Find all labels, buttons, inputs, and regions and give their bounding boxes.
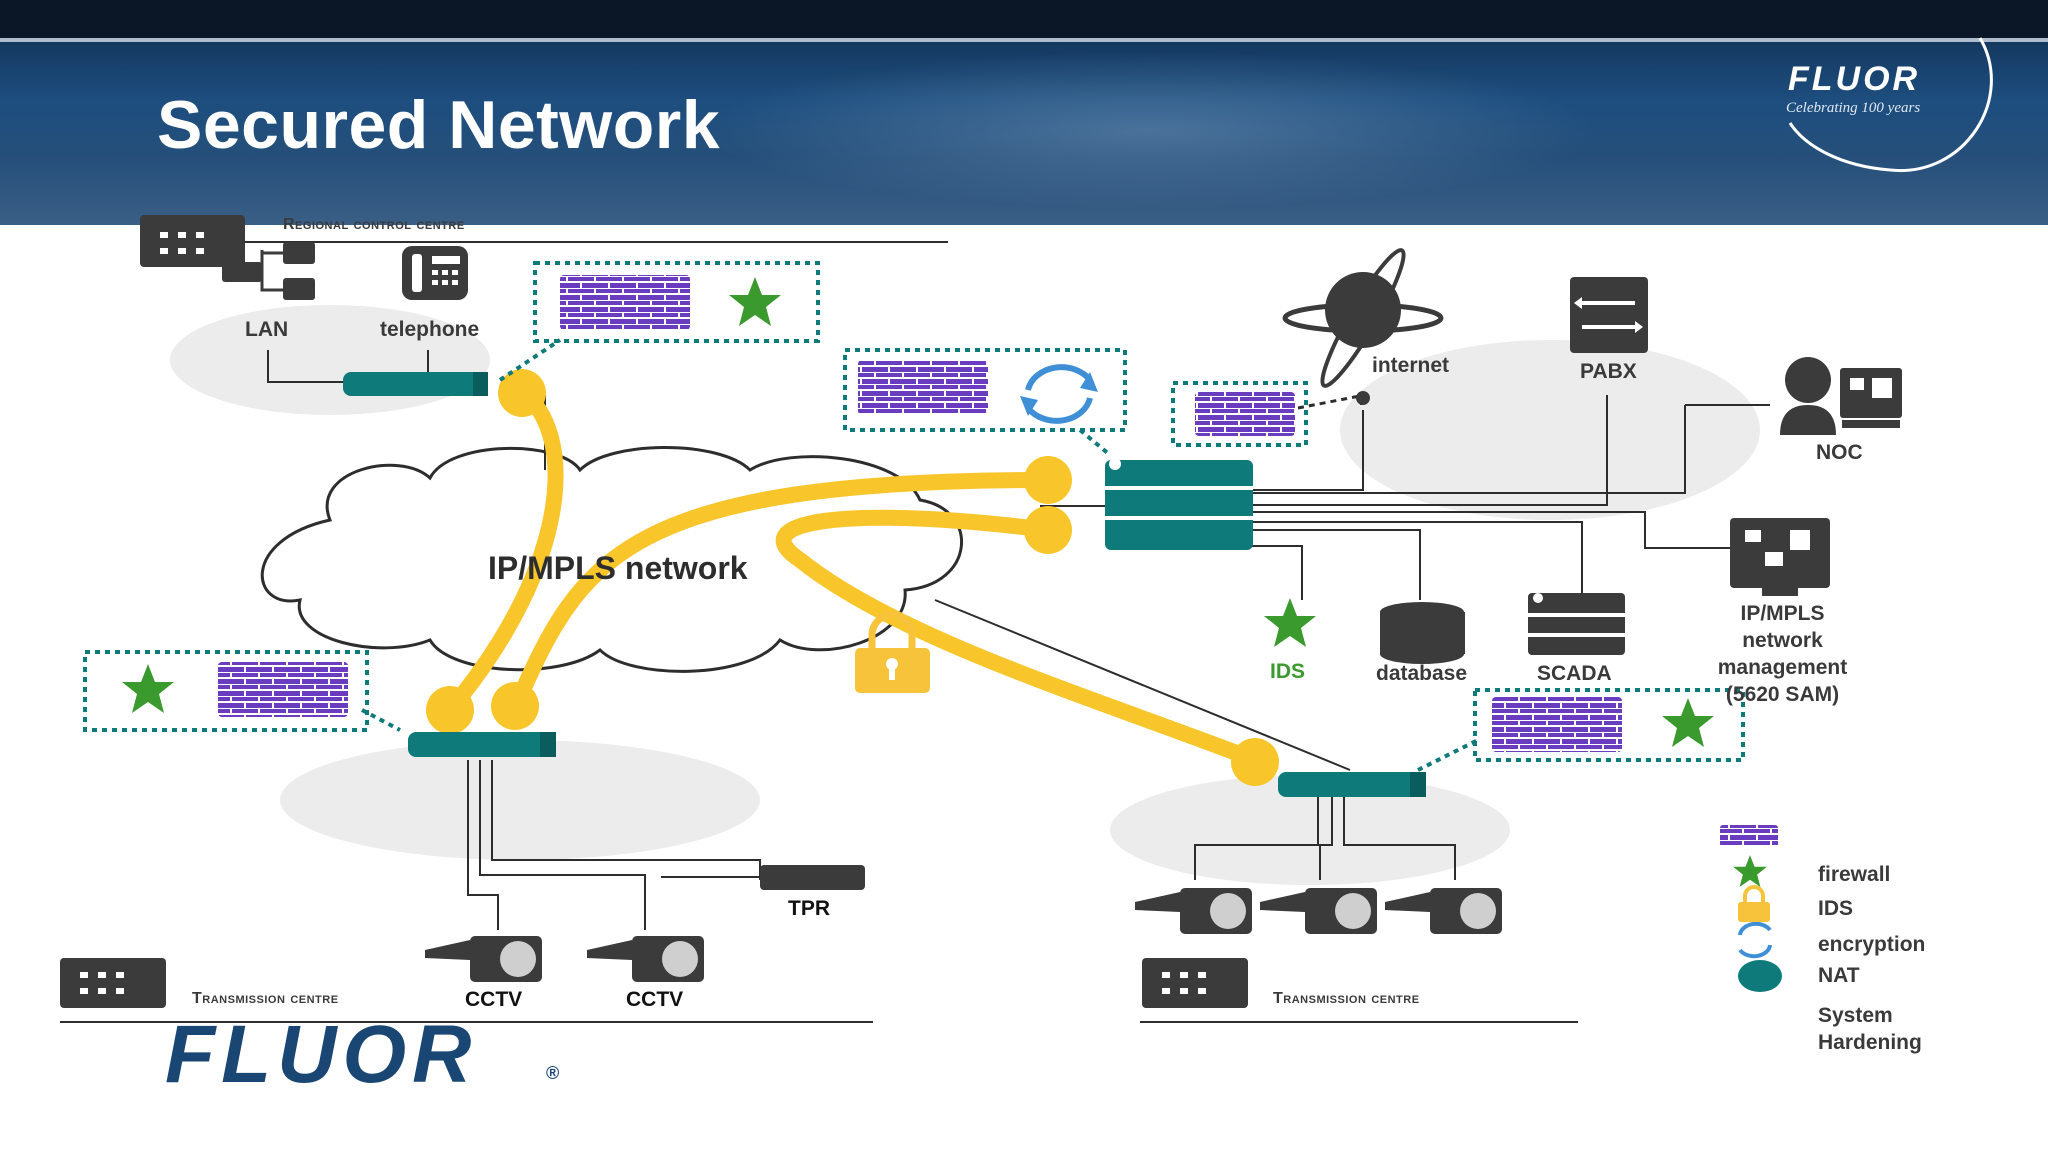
nat-dotted-link	[1297, 393, 1366, 410]
legend-lock-icon	[1743, 885, 1765, 903]
legend-ids-star-icon	[1733, 855, 1767, 887]
encrypted-tunnels	[442, 384, 1263, 768]
scada-icon	[1528, 593, 1625, 655]
noc-monitor-icon	[1840, 368, 1902, 418]
tpr-icon	[760, 865, 865, 890]
right-security-group	[1473, 688, 1745, 762]
nms-line: network	[1742, 629, 1823, 652]
cctv-camera-icon	[1260, 888, 1377, 934]
pabx-label: PABX	[1580, 360, 1637, 383]
tunnel-endpoints	[426, 369, 1279, 786]
nms-line: management	[1717, 656, 1848, 679]
brand-logo-bottom: FLUOR	[165, 1009, 478, 1100]
ip-mpls-cloud-label: IP/MPLS network	[488, 550, 748, 586]
router-icons	[343, 372, 1782, 992]
header-rule	[0, 38, 2048, 42]
left-site-cloud	[280, 740, 760, 860]
legend-ids: IDS	[1818, 897, 1854, 920]
internet-label: internet	[1372, 354, 1450, 377]
right-transmission-heading: Transmission centre	[1273, 990, 1420, 1007]
ids-label: IDS	[1270, 660, 1306, 683]
nms-line: IP/MPLS	[1740, 602, 1825, 625]
cctv-label-2: CCTV	[626, 988, 684, 1011]
gray-devices	[60, 215, 1902, 1008]
legend-firewall-icon	[1720, 825, 1778, 847]
legend-encryption-icon	[1738, 921, 1772, 936]
link-lines	[60, 241, 1770, 1023]
encryption-icon	[1025, 364, 1093, 391]
nms-line: (5620 SAM)	[1725, 683, 1840, 706]
lock-icons	[855, 611, 1770, 922]
left-security-group	[83, 650, 369, 732]
regional-building-icon	[140, 215, 245, 267]
cctv-camera-icon	[1385, 888, 1502, 934]
firewall-icon	[560, 275, 690, 330]
lan-link	[267, 350, 345, 383]
pabx-icon	[1570, 277, 1648, 353]
site-backdrop-clouds	[170, 305, 1760, 885]
brand-logo-top: FLUOR	[1788, 60, 1921, 98]
noc-operator-icon	[1785, 357, 1831, 403]
slide-header	[0, 0, 2048, 225]
core-security-group	[843, 348, 1127, 432]
lan-label: LAN	[245, 318, 289, 341]
scada-label: SCADA	[1537, 662, 1612, 685]
cctv-cameras	[425, 888, 1502, 982]
regional-centre-heading: Regional control centre	[283, 216, 465, 233]
right-transmission-building-icon	[1142, 958, 1248, 1008]
firewall-icon	[1492, 697, 1622, 752]
legend-firewall: firewall	[1818, 863, 1891, 886]
registered-mark: ®	[546, 1063, 560, 1083]
firewall-icon	[218, 662, 348, 717]
page-title: Secured Network	[157, 87, 721, 163]
ids-star-icon	[1264, 598, 1316, 647]
encryption-icons	[1025, 364, 1772, 959]
database-label: database	[1376, 662, 1468, 685]
right-site-cloud	[1340, 340, 1760, 520]
cctv-camera-icon	[425, 936, 542, 982]
left-router-icon	[408, 732, 556, 757]
fluor-logo-swoosh-icon	[1788, 37, 1993, 172]
header-glow	[700, 50, 1600, 210]
core-router-icon	[1105, 460, 1253, 550]
regional-security-group	[533, 261, 820, 343]
tunnel-left-right	[507, 472, 1056, 716]
tpr-label: TPR	[788, 897, 830, 920]
legend-system-hardening: System Hardening	[1818, 1004, 1922, 1054]
header-top-strip	[0, 0, 2048, 38]
left-transmission-heading: Transmission centre	[192, 990, 339, 1007]
legend-encryption: encryption	[1818, 933, 1926, 956]
noc-label: NOC	[1816, 441, 1863, 464]
legend-nat: NAT	[1818, 964, 1860, 987]
tunnel-regional-left	[442, 384, 564, 718]
ids-star-icon	[729, 277, 781, 326]
lock-icon	[868, 611, 916, 650]
tunnel-right-transmission	[775, 509, 1263, 768]
firewall-icons	[218, 275, 1778, 847]
right-transmission-router-icon	[1278, 772, 1426, 797]
nat-security-group	[1171, 381, 1308, 447]
cctv-camera-icon	[1135, 888, 1252, 934]
legend-nat-icon	[1738, 960, 1782, 992]
telephone-label: telephone	[380, 318, 480, 341]
left-transmission-building-icon	[60, 958, 166, 1008]
ids-star-icon	[122, 664, 174, 713]
firewall-icon	[1195, 392, 1295, 436]
lan-icon	[283, 242, 315, 264]
network-management-label: IP/MPLS network management (5620 SAM)	[1690, 600, 1875, 708]
firewall-icon	[858, 360, 988, 415]
regional-router-icon	[343, 372, 488, 396]
right-transmission-cloud	[1110, 775, 1510, 885]
direct-link-right-transmission	[934, 599, 1351, 771]
cctv-label-1: CCTV	[465, 988, 523, 1011]
security-groups	[83, 261, 1745, 772]
brand-tagline: Celebrating 100 years	[1786, 100, 1921, 116]
cctv-camera-icon	[587, 936, 704, 982]
